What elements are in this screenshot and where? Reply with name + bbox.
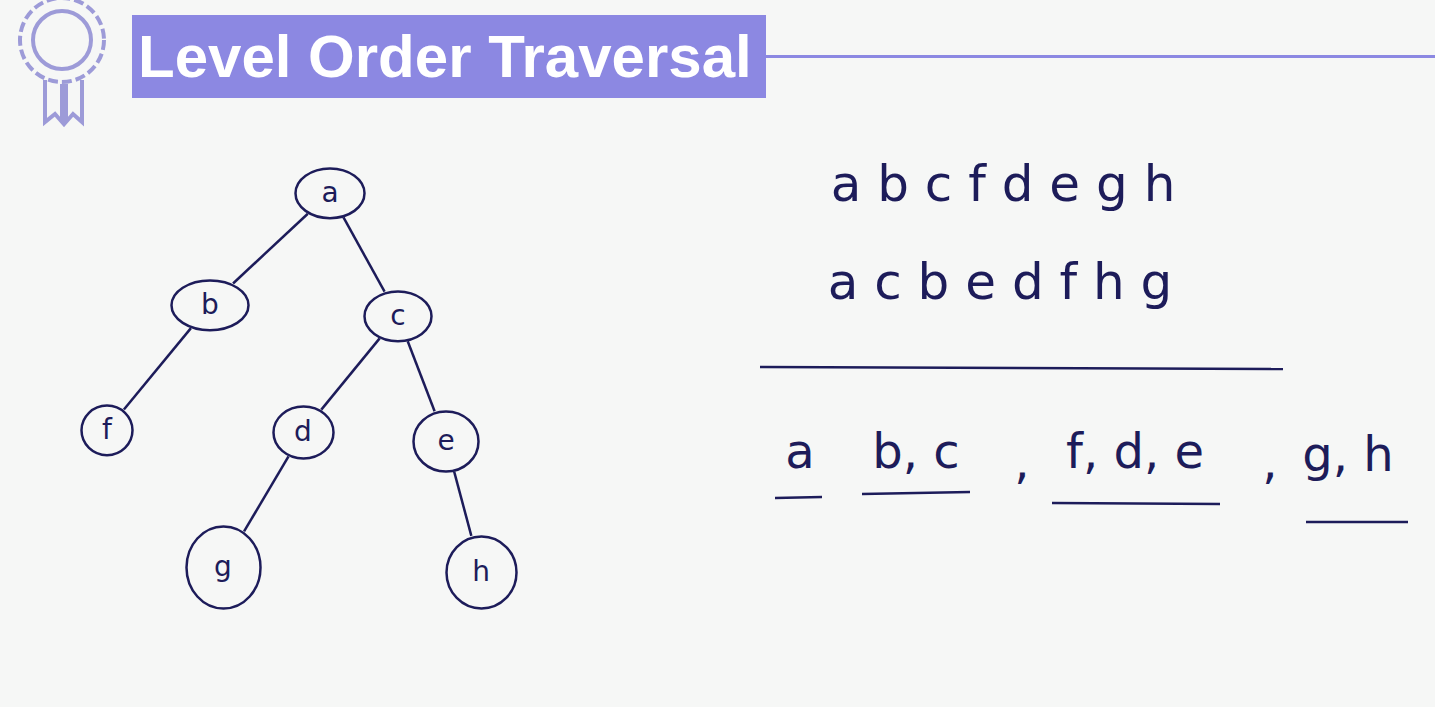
node-letter: f <box>102 415 112 446</box>
tree-node: d <box>272 405 335 460</box>
node-circle <box>414 411 479 471</box>
traversal-text: , <box>1262 434 1277 489</box>
title-banner: Level Order Traversal <box>132 15 766 98</box>
tree-edge <box>408 341 435 411</box>
node-letter: b <box>201 290 219 321</box>
ribbon-tail <box>66 80 82 122</box>
node-letter: e <box>437 426 454 457</box>
node-letter: c <box>390 301 405 332</box>
tree-node: e <box>412 410 480 473</box>
tree-node: a <box>294 167 366 220</box>
traversal-text: b, c <box>872 424 959 479</box>
node-circle <box>446 536 516 608</box>
tree-edge <box>244 456 288 531</box>
node-letter: h <box>472 557 490 588</box>
ribbon-tail <box>45 80 62 122</box>
node-letter: a <box>321 178 338 209</box>
separator-line <box>760 367 1283 369</box>
tree-node: b <box>170 279 250 332</box>
node-circle <box>273 406 333 458</box>
underline <box>775 497 822 498</box>
traversal-text: a <box>785 424 814 479</box>
icon-inner-ring <box>33 11 91 69</box>
node-circle <box>186 526 260 608</box>
tree-edge <box>233 214 308 284</box>
tree-edge <box>343 217 384 291</box>
tree-node: c <box>363 290 433 343</box>
node-circle <box>82 405 133 455</box>
underline <box>1306 521 1408 524</box>
title-text: Level Order Traversal <box>138 27 752 87</box>
traversal-text: a b c f d e g h <box>831 156 1176 214</box>
underline <box>862 492 970 494</box>
traversal-text: , <box>1014 434 1029 489</box>
node-letter: d <box>294 417 312 448</box>
tree-edge <box>124 328 191 409</box>
tree-edge <box>321 338 379 409</box>
traversal-text: a c b e d f h g <box>828 254 1173 312</box>
award-icon <box>20 0 104 122</box>
node-circle <box>365 291 432 341</box>
traversal-text: g, h <box>1302 427 1393 482</box>
node-circle <box>296 168 365 218</box>
traversal-text: f, d, e <box>1066 424 1204 479</box>
node-circle <box>172 280 249 330</box>
header: Level Order Traversal <box>132 15 1435 98</box>
icon-outer-ring <box>20 0 104 82</box>
tree-node: f <box>80 404 134 457</box>
node-letter: g <box>214 552 232 583</box>
header-rule <box>766 55 1435 58</box>
tree-node: g <box>185 525 262 610</box>
tree-edge <box>454 472 471 536</box>
underline <box>1052 503 1220 504</box>
tree-node: h <box>445 535 518 610</box>
